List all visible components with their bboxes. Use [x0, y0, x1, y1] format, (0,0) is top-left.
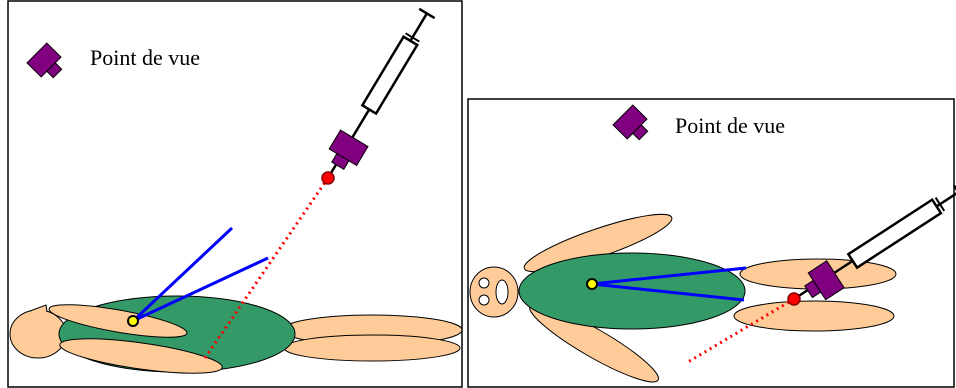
origin-point — [587, 279, 597, 289]
left-panel: Point de vue — [8, 1, 462, 387]
head — [470, 267, 518, 317]
legend-label: Point de vue — [90, 45, 200, 70]
needle-tip — [788, 293, 800, 305]
leg-lower — [284, 335, 460, 361]
legend-label: Point de vue — [675, 113, 785, 138]
origin-point — [128, 316, 138, 326]
torso — [519, 253, 745, 329]
right-panel: Point de vue — [468, 99, 956, 388]
needle-tip — [322, 172, 334, 184]
leg-lower — [734, 301, 894, 331]
